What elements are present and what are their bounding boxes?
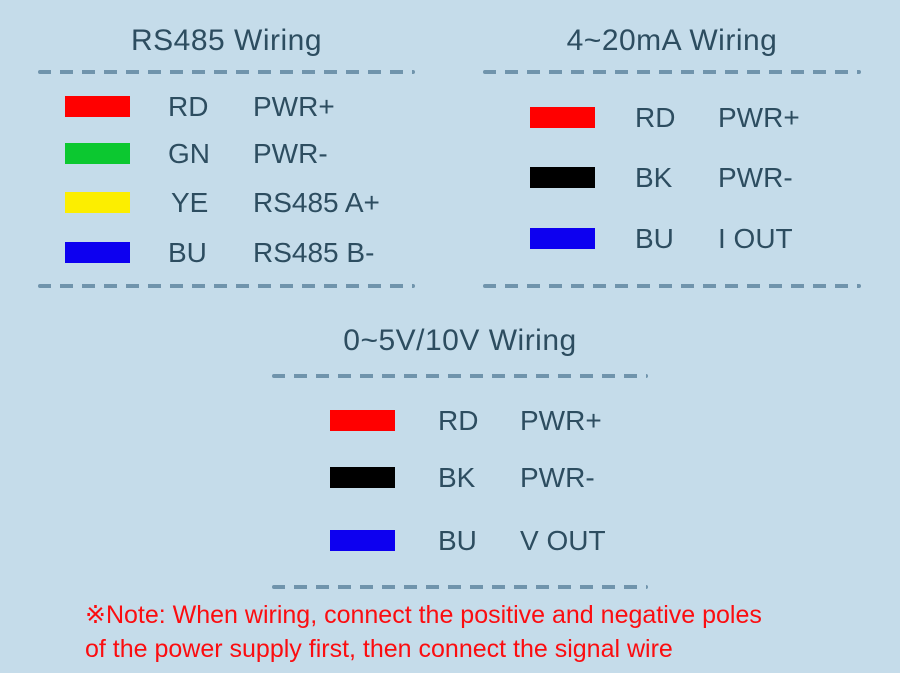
wire-signal-label: PWR+ xyxy=(718,102,800,133)
dashed-divider-top xyxy=(38,70,415,74)
wire-color-abbr: BK xyxy=(438,462,476,493)
wire-color-swatch-blue xyxy=(330,530,395,551)
section-rs485-wiring: RS485 Wiring RD PWR+ GN PWR- YE RS485 A+… xyxy=(38,22,415,292)
section-title: 0~5V/10V Wiring xyxy=(343,324,577,357)
wire-signal-label: RS485 A+ xyxy=(253,187,380,218)
wire-color-abbr: GN xyxy=(168,138,210,169)
wire-color-abbr: RD xyxy=(168,91,209,122)
section-4-20ma-wiring: 4~20mA Wiring RD PWR+ BK PWR- BU I OUT xyxy=(483,22,861,292)
wire-signal-label: PWR+ xyxy=(520,405,602,436)
wire-row: RD PWR+ xyxy=(483,104,861,132)
wire-signal-label: PWR- xyxy=(520,462,595,493)
section-title: 4~20mA Wiring xyxy=(566,24,778,57)
wire-row: RD PWR+ xyxy=(272,407,648,435)
note-line-1: ※Note: When wiring, connect the positive… xyxy=(85,601,762,629)
section-0-5v-10v-wiring: 0~5V/10V Wiring RD PWR+ BK PWR- BU V OUT xyxy=(272,322,648,592)
wire-color-swatch-blue xyxy=(530,228,595,249)
wire-row: BK PWR- xyxy=(272,464,648,492)
wire-color-abbr: BU xyxy=(635,223,674,254)
wire-color-swatch-blue xyxy=(65,242,130,263)
wire-color-abbr: RD xyxy=(438,405,479,436)
wire-color-abbr: YE xyxy=(171,187,209,218)
wire-signal-label: PWR- xyxy=(253,138,328,169)
wire-row: BU V OUT xyxy=(272,527,648,555)
wire-color-swatch-red xyxy=(530,107,595,128)
wire-row: YE RS485 A+ xyxy=(38,189,415,217)
wire-signal-label: V OUT xyxy=(520,525,606,556)
wire-row: BU I OUT xyxy=(483,225,861,253)
wire-row: BU RS485 B- xyxy=(38,239,415,267)
dashed-divider-bottom xyxy=(272,585,648,589)
wire-color-swatch-yellow xyxy=(65,192,130,213)
wire-row: GN PWR- xyxy=(38,140,415,168)
wire-color-swatch-green xyxy=(65,143,130,164)
note-line-2: of the power supply first, then connect … xyxy=(85,635,673,663)
wire-color-swatch-red xyxy=(65,96,130,117)
wire-signal-label: RS485 B- xyxy=(253,237,375,268)
wire-color-abbr: BK xyxy=(635,162,673,193)
wire-color-swatch-red xyxy=(330,410,395,431)
wire-color-abbr: BU xyxy=(438,525,477,556)
section-title: RS485 Wiring xyxy=(130,24,323,57)
dashed-divider-bottom xyxy=(483,284,861,288)
wire-row: RD PWR+ xyxy=(38,93,415,121)
dashed-divider-bottom xyxy=(38,284,415,288)
dashed-divider-top xyxy=(483,70,861,74)
wire-color-abbr: BU xyxy=(168,237,207,268)
dashed-divider-top xyxy=(272,374,648,378)
wire-signal-label: PWR+ xyxy=(253,91,335,122)
wire-color-swatch-black xyxy=(530,167,595,188)
wiring-note: ※Note: When wiring, connect the positive… xyxy=(85,598,762,666)
wire-row: BK PWR- xyxy=(483,164,861,192)
wire-color-swatch-black xyxy=(330,467,395,488)
wire-signal-label: I OUT xyxy=(718,223,793,254)
wire-signal-label: PWR- xyxy=(718,162,793,193)
wire-color-abbr: RD xyxy=(635,102,676,133)
